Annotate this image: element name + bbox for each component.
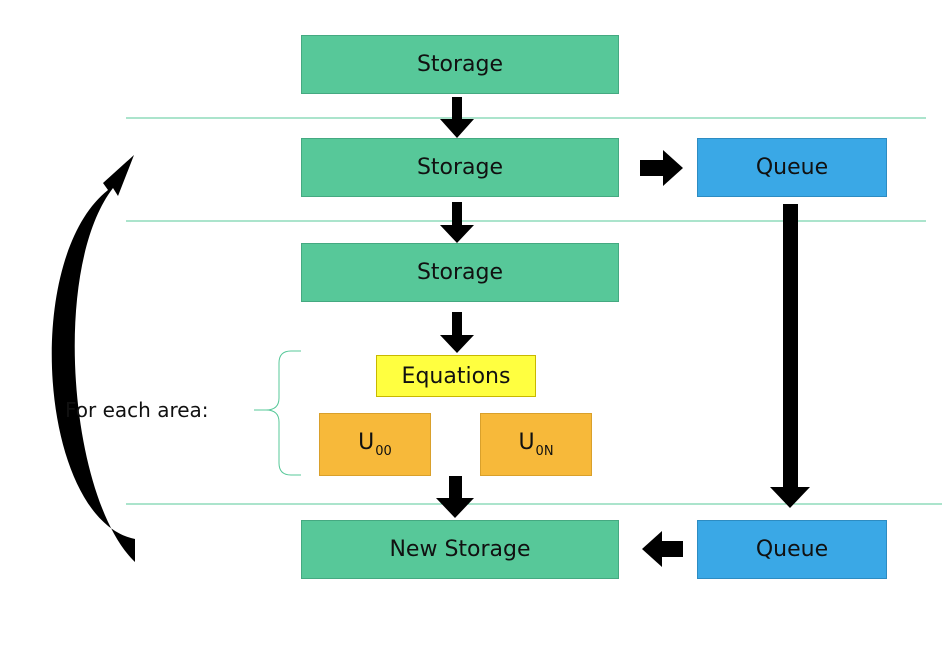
u0n-box: U0N (480, 413, 592, 476)
equations-box: Equations (376, 355, 536, 397)
left-arrow (642, 531, 683, 567)
down-arrow-4 (436, 476, 474, 518)
u0n-label: U0N (518, 430, 553, 459)
loop-arrow (51, 155, 135, 562)
storage-box-1: Storage (301, 35, 619, 94)
u00-label: U00 (358, 430, 392, 459)
storage-box-3: Storage (301, 243, 619, 302)
queue-box-top: Queue (697, 138, 887, 197)
u0n-subscript: 0N (535, 444, 554, 459)
storage-label-1: Storage (416, 52, 504, 77)
queue-label-top: Queue (755, 155, 829, 180)
u0n-main: U (518, 430, 535, 455)
down-arrow-1 (440, 97, 474, 138)
u00-box: U00 (319, 413, 431, 476)
right-arrow (640, 150, 683, 186)
u00-subscript: 00 (375, 444, 392, 459)
queue-label-bottom: Queue (755, 537, 829, 562)
storage-label-2: Storage (416, 155, 504, 180)
storage-label-3: Storage (416, 260, 504, 285)
for-each-area-label: For each area: (65, 398, 209, 422)
u00-main: U (358, 430, 375, 455)
down-arrow-2 (440, 202, 474, 243)
queue-box-bottom: Queue (697, 520, 887, 579)
new-storage-label: New Storage (389, 537, 531, 562)
area-bracket (265, 350, 301, 476)
down-arrow-3 (440, 312, 474, 353)
equations-label: Equations (401, 363, 511, 389)
storage-box-2: Storage (301, 138, 619, 197)
new-storage-box: New Storage (301, 520, 619, 579)
vertical-arrow (770, 204, 810, 508)
